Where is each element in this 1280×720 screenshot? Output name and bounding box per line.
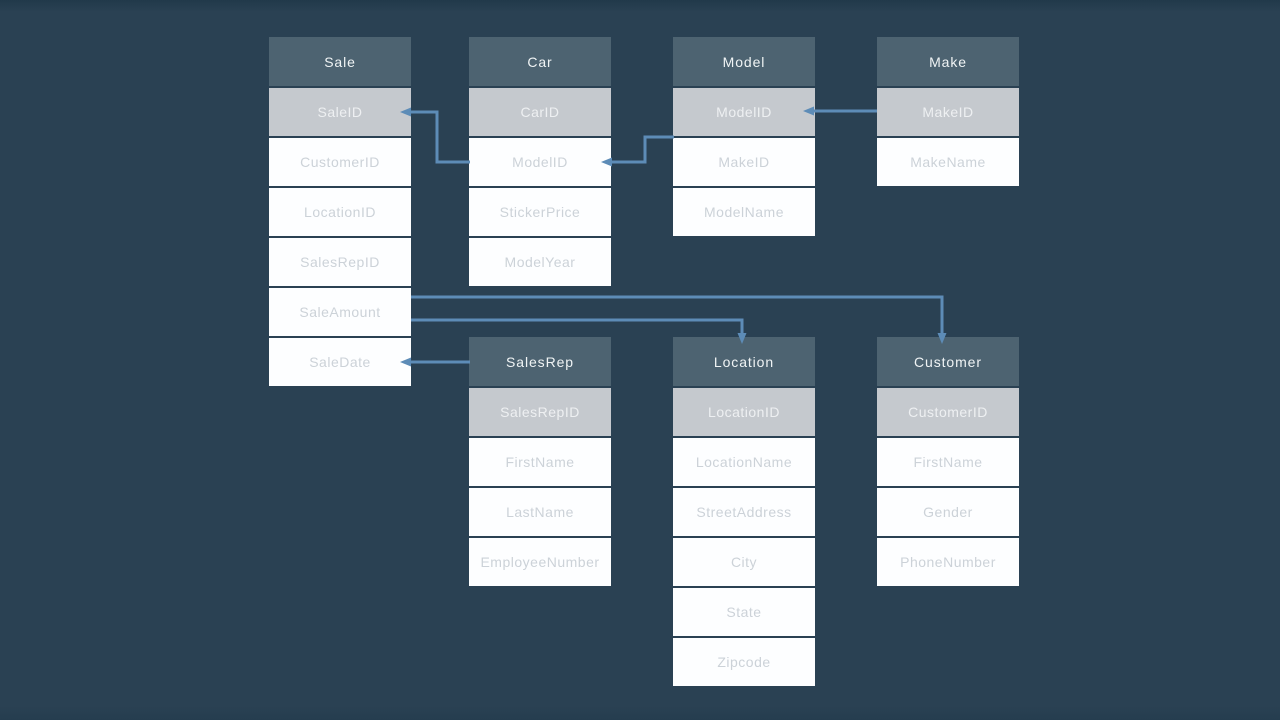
field-customer-firstname[interactable]: FirstName [877, 438, 1019, 486]
field-sale-saleid[interactable]: SaleID [269, 88, 411, 136]
field-car-carid[interactable]: CarID [469, 88, 611, 136]
table-make-title[interactable]: Make [877, 37, 1019, 86]
table-model[interactable]: Model ModelID MakeID ModelName [673, 37, 815, 238]
table-model-title[interactable]: Model [673, 37, 815, 86]
table-customer-title[interactable]: Customer [877, 337, 1019, 386]
field-car-modelyear[interactable]: ModelYear [469, 238, 611, 286]
connector-sale-saleamount-to-location[interactable] [411, 318, 744, 334]
field-location-state[interactable]: State [673, 588, 815, 636]
connector-sale-saleid-to-car[interactable] [411, 110, 470, 164]
field-model-modelname[interactable]: ModelName [673, 188, 815, 236]
table-location-title[interactable]: Location [673, 337, 815, 386]
connector-car-modelid-to-model[interactable] [612, 135, 674, 164]
field-location-zipcode[interactable]: Zipcode [673, 638, 815, 686]
field-location-city[interactable]: City [673, 538, 815, 586]
field-salesrep-employeenumber[interactable]: EmployeeNumber [469, 538, 611, 586]
field-salesrep-salesrepid[interactable]: SalesRepID [469, 388, 611, 436]
table-location[interactable]: Location LocationID LocationName StreetA… [673, 337, 815, 688]
field-make-makeid[interactable]: MakeID [877, 88, 1019, 136]
field-sale-customerid[interactable]: CustomerID [269, 138, 411, 186]
table-sale[interactable]: Sale SaleID CustomerID LocationID SalesR… [269, 37, 411, 388]
field-customer-gender[interactable]: Gender [877, 488, 1019, 536]
field-salesrep-lastname[interactable]: LastName [469, 488, 611, 536]
table-salesrep-title[interactable]: SalesRep [469, 337, 611, 386]
table-car[interactable]: Car CarID ModelID StickerPrice ModelYear [469, 37, 611, 288]
table-car-title[interactable]: Car [469, 37, 611, 86]
field-make-makename[interactable]: MakeName [877, 138, 1019, 186]
table-make[interactable]: Make MakeID MakeName [877, 37, 1019, 188]
field-customer-phonenumber[interactable]: PhoneNumber [877, 538, 1019, 586]
field-sale-locationid[interactable]: LocationID [269, 188, 411, 236]
field-sale-salesrepid[interactable]: SalesRepID [269, 238, 411, 286]
field-model-modelid[interactable]: ModelID [673, 88, 815, 136]
field-sale-saleamount[interactable]: SaleAmount [269, 288, 411, 336]
table-sale-title[interactable]: Sale [269, 37, 411, 86]
field-location-locationid[interactable]: LocationID [673, 388, 815, 436]
field-customer-customerid[interactable]: CustomerID [877, 388, 1019, 436]
field-car-modelid[interactable]: ModelID [469, 138, 611, 186]
field-salesrep-firstname[interactable]: FirstName [469, 438, 611, 486]
table-salesrep[interactable]: SalesRep SalesRepID FirstName LastName E… [469, 337, 611, 588]
table-customer[interactable]: Customer CustomerID FirstName Gender Pho… [877, 337, 1019, 588]
connector-sale-saleamount-to-customer[interactable] [411, 295, 944, 334]
field-location-streetaddress[interactable]: StreetAddress [673, 488, 815, 536]
field-sale-saledate[interactable]: SaleDate [269, 338, 411, 386]
field-model-makeid[interactable]: MakeID [673, 138, 815, 186]
field-car-stickerprice[interactable]: StickerPrice [469, 188, 611, 236]
field-location-locationname[interactable]: LocationName [673, 438, 815, 486]
